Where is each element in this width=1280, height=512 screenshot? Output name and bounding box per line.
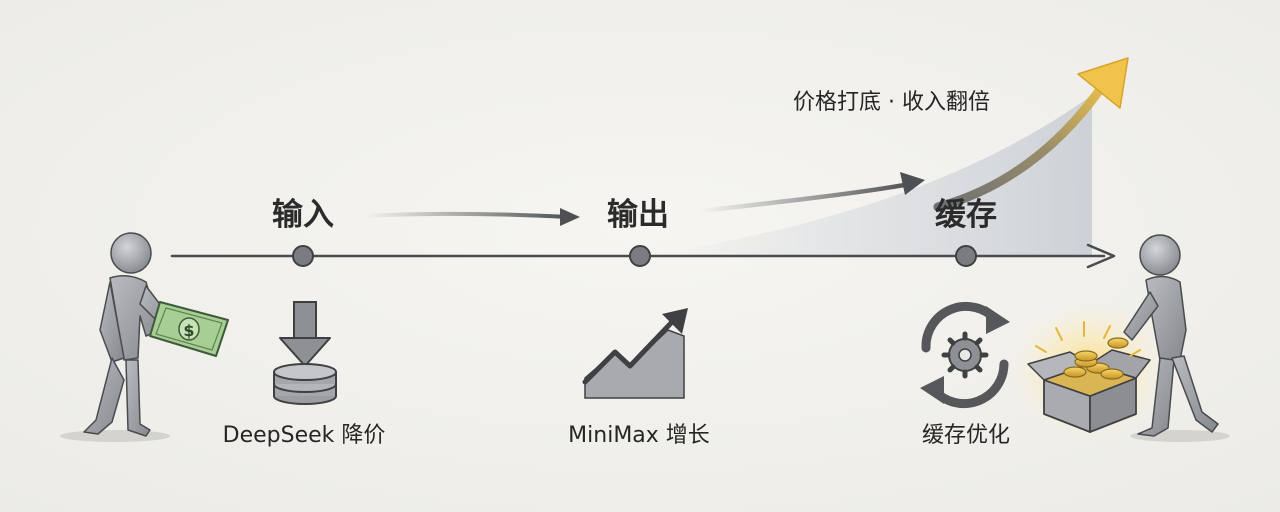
- stage-node-output: [629, 245, 651, 267]
- stage-node-input: [292, 245, 314, 267]
- stage-label-cache: 缓存: [935, 197, 997, 233]
- caption-input: DeepSeek 降价: [223, 423, 386, 448]
- down-arrow-coins-icon: [273, 301, 337, 405]
- stage-node-cache: [955, 245, 977, 267]
- growth-area: [650, 95, 1092, 256]
- headline: 价格打底 · 收入翻倍: [793, 90, 990, 115]
- stage-label-input: 输入: [272, 197, 334, 233]
- banknote-icon: $: [149, 301, 229, 357]
- growth-arrow: [933, 73, 1113, 212]
- cycle-gear-icon: [920, 301, 1010, 409]
- timeline-arrowhead: [1086, 243, 1116, 269]
- person-receiving-icon: [1123, 234, 1230, 442]
- flow-arrow-1-head: [560, 208, 580, 226]
- caption-cache: 缓存优化: [922, 423, 1010, 448]
- stage-label-output: 输出: [607, 197, 669, 233]
- flow-arrow-2-head: [900, 172, 925, 195]
- flow-arrow-1: [363, 211, 570, 219]
- coin-box-icon: [1027, 321, 1151, 433]
- flow-arrow-2: [697, 181, 913, 214]
- caption-output: MiniMax 增长: [568, 423, 710, 448]
- person-paying-icon: [60, 232, 173, 442]
- rising-chart-icon: [582, 308, 688, 399]
- svg-text:$: $: [183, 321, 194, 340]
- growth-arrow-head: [1077, 57, 1129, 109]
